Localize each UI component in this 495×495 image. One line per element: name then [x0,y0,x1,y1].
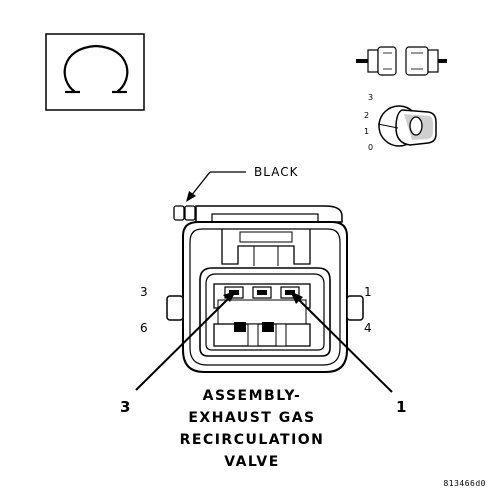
component-name-line3: RECIRCULATION [180,432,325,448]
wire-color-label: BLACK [254,165,299,179]
switch-position-2: 2 [364,111,369,120]
connector-plug-icon [356,46,447,76]
pin-label-top-right: 1 [364,285,372,299]
ohmmeter-icon [45,33,145,111]
switch-position-3: 3 [368,93,373,102]
component-name-line4: VALVE [224,454,280,470]
pin-label-bottom-left: 6 [140,321,148,335]
pin-label-top-left: 3 [140,285,148,299]
callout-right-number: 1 [396,398,406,416]
switch-position-0: 0 [368,143,373,152]
callout-left-number: 3 [120,398,130,416]
wire-color-leader [186,171,246,202]
switch-position-1: 1 [364,127,369,136]
pin-label-bottom-right: 4 [364,321,372,335]
callout-left-leader [135,291,236,391]
callout-right-leader [290,291,393,393]
connector-body [166,205,364,373]
component-name-line2: EXHAUST GAS [188,410,315,426]
component-name: ASSEMBLY- EXHAUST GAS RECIRCULATION VALV… [180,388,325,470]
figure-id: 813466d0 [443,479,486,488]
ignition-switch-icon: 3 2 1 0 [364,93,437,152]
component-name-line1: ASSEMBLY- [203,388,302,404]
